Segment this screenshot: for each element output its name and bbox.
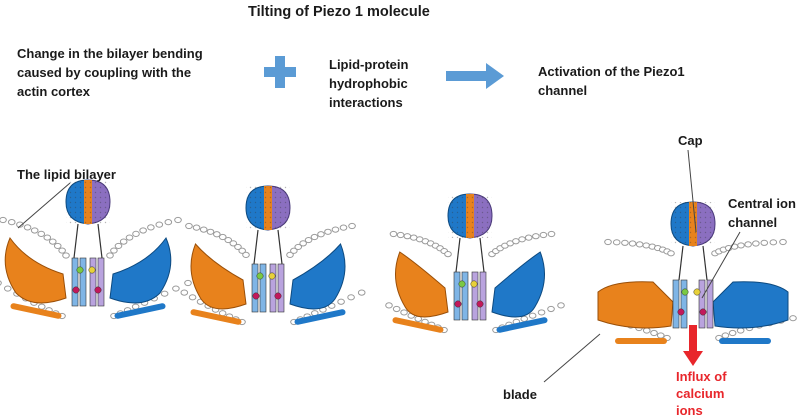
step-activation: Activation of the Piezo1 channel (538, 62, 685, 100)
right-arrow-icon (446, 63, 504, 89)
pore-helix (453, 271, 461, 321)
pore-helix (277, 263, 285, 313)
residue-dot (256, 272, 264, 280)
orange-beam (615, 338, 667, 344)
pore-helix (251, 263, 259, 313)
pore-helix (461, 271, 469, 321)
bilayer-pointer (17, 182, 71, 229)
label-text: ions (676, 403, 703, 418)
diagram-title: Tilting of Piezo 1 molecule (248, 4, 430, 20)
pore-helix (698, 279, 706, 329)
orange-beam (392, 317, 444, 333)
cap-label: Cap (678, 133, 703, 148)
step-bilayer-bending: Change in the bilayer bending caused by … (17, 44, 203, 101)
residue-dot (458, 280, 466, 288)
orange-beam (190, 309, 242, 325)
residue-dot (76, 266, 84, 274)
residue-dot (699, 308, 707, 316)
pore-helix (706, 279, 714, 329)
label-text: calcium (676, 386, 725, 401)
pore-helix (89, 257, 97, 307)
orange-beam (10, 303, 62, 319)
label-text: channel (728, 215, 778, 230)
piezo-stage-2 (180, 185, 366, 326)
step-text: hydrophobic (329, 76, 408, 91)
blue-blade (289, 243, 346, 310)
residue-dot (252, 292, 260, 300)
pore-helix (479, 271, 487, 321)
cap-pointer (687, 149, 697, 233)
blade-pointer (543, 333, 601, 383)
orange-blade (394, 251, 449, 318)
residue-dot (72, 286, 80, 294)
residue-dot (470, 280, 478, 288)
influx-arrow (683, 325, 703, 366)
central-ion-channel-label: Central ion channel (728, 194, 796, 232)
residue-dot (476, 300, 484, 308)
pore-helix (269, 263, 277, 313)
blue-beam (496, 317, 548, 333)
step-text: caused by coupling with the (17, 65, 192, 80)
orange-blade (190, 243, 247, 310)
residue-dot (454, 300, 462, 308)
residue-dot (88, 266, 96, 274)
pore-helix (259, 263, 267, 313)
residue-dot (94, 286, 102, 294)
residue-dot (693, 288, 701, 296)
pore-helix (97, 257, 105, 307)
step-text: interactions (329, 95, 403, 110)
central-pointer (701, 231, 741, 299)
pore-helix (471, 271, 479, 321)
label-text: Central ion (728, 196, 796, 211)
residue-dot (268, 272, 276, 280)
orange-blade (597, 281, 674, 329)
blue-beam (719, 338, 771, 344)
residue-dot (677, 308, 685, 316)
blue-blade (712, 281, 789, 329)
pore-helix (672, 279, 680, 329)
step-lipid-protein: Lipid-protein hydrophobic interactions (329, 55, 408, 112)
pore-helix (680, 279, 688, 329)
blue-blade (491, 251, 546, 318)
label-text: Influx of (676, 369, 727, 384)
piezo-stage-1 (0, 179, 192, 320)
plus-icon (264, 56, 296, 88)
step-text: actin cortex (17, 84, 90, 99)
step-text: Lipid-protein (329, 57, 409, 72)
blue-beam (114, 303, 166, 319)
residue-dot (274, 292, 282, 300)
lipid-bilayer-label: The lipid bilayer (17, 167, 116, 182)
step-text: Activation of the Piezo1 (538, 64, 685, 79)
influx-label: Influx of calcium ions (676, 368, 727, 419)
pore-helix (79, 257, 87, 307)
pore-helix (71, 257, 79, 307)
piezo-stage-4 (597, 201, 797, 344)
blue-blade (109, 236, 172, 304)
piezo-stage-3 (385, 193, 565, 334)
blade-label: blade (503, 387, 537, 402)
step-text: channel (538, 83, 588, 98)
step-text: Change in the bilayer bending (17, 46, 203, 61)
residue-dot (681, 288, 689, 296)
blue-beam (294, 309, 346, 325)
orange-blade (4, 236, 67, 304)
